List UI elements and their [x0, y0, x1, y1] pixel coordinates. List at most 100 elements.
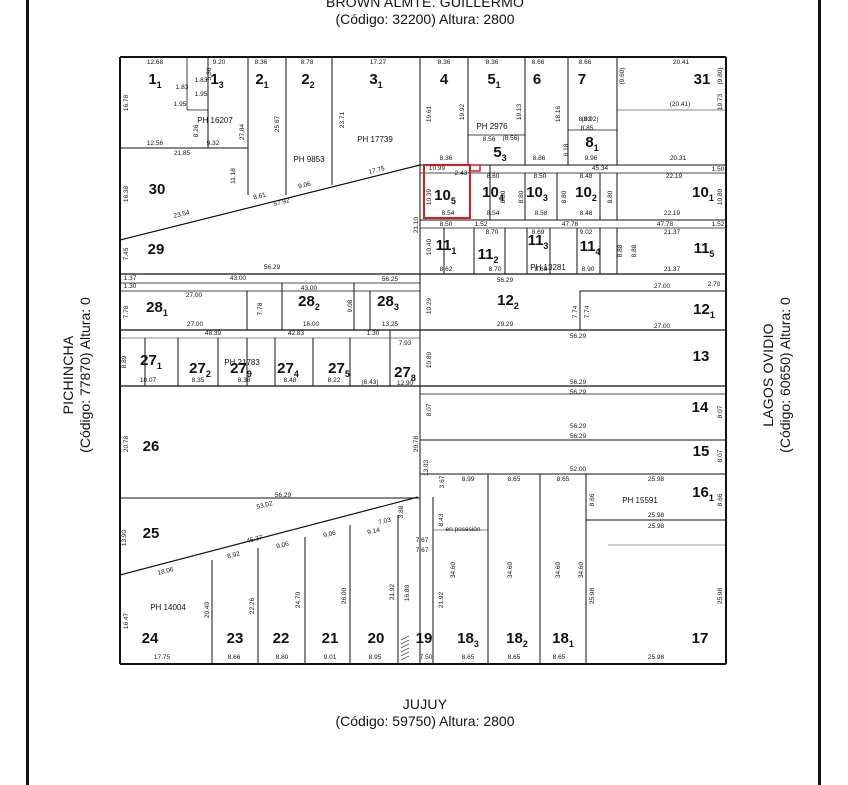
ph-label: PH 21783 — [224, 358, 260, 367]
dimension-label: 9.02 — [580, 229, 593, 236]
dimension-label: 6.18 — [563, 143, 570, 156]
parcel-subnumber: 9 — [247, 369, 252, 379]
parcel-number: 115 — [694, 240, 715, 259]
parcel-subnumber: 2 — [514, 301, 519, 311]
parcel-subnumber: 1 — [569, 639, 574, 649]
dimension-label: 17.75 — [368, 165, 386, 176]
dimension-label: (20.41) — [670, 101, 691, 108]
dimension-label: 7.67 — [416, 537, 429, 544]
dimension-label: 10.89 — [426, 351, 433, 368]
street-code: (Código: 59750) Altura: 2800 — [335, 713, 515, 729]
dimension-label: (8.56) — [503, 135, 520, 142]
ph-label: PH 2976 — [476, 122, 508, 131]
dimension-label: 8.36 — [486, 59, 499, 66]
parcel-subnumber: 3 — [219, 80, 224, 90]
dimension-label: 8.26 — [193, 124, 200, 137]
dimension-label: 43.00 — [301, 285, 318, 292]
parcel-number: 278 — [394, 364, 416, 383]
dimension-label: 3.67 — [439, 475, 446, 488]
parcel-subnumber: 4 — [294, 369, 299, 379]
dimension-label: 21.92 — [438, 591, 445, 608]
hatch-line — [400, 647, 410, 653]
dimension-label: 9.32 — [207, 140, 220, 147]
dimension-label: 21.92 — [389, 583, 396, 600]
dimension-label: 8.48 — [284, 377, 297, 384]
dimension-label: 8.89 — [121, 355, 128, 368]
parcel-number: 274 — [277, 360, 299, 379]
dimension-label: 21.85 — [174, 150, 191, 157]
parcel-number: 7 — [578, 71, 586, 88]
dimension-label: 8.88 — [631, 244, 638, 257]
parcel-number: 21 — [322, 630, 339, 647]
dimension-label: 19.92 — [459, 103, 466, 120]
parcel-number: 114 — [580, 238, 601, 257]
dimension-label: 8.88 — [617, 244, 624, 257]
dimension-label: 34.60 — [507, 561, 514, 578]
dimension-label: 16.80 — [404, 584, 411, 601]
parcel-subnumber: 2 — [592, 193, 597, 203]
dimension-label: 8.62 — [440, 266, 453, 273]
dimension-label: 8.38 — [238, 377, 251, 384]
ph-label: PH 13281 — [530, 263, 566, 272]
parcel-number: 101 — [692, 184, 714, 203]
parcel-number: 183 — [457, 630, 479, 649]
parcel-number: 31 — [694, 71, 711, 88]
parcel-number: 30 — [149, 181, 166, 198]
dimension-label: 12.68 — [147, 59, 164, 66]
dimension-label: 8.66 — [717, 493, 724, 506]
dimension-label: 27.00 — [186, 292, 203, 299]
dimension-label: 8.85 — [581, 125, 594, 132]
parcel-number: 51 — [487, 71, 500, 90]
parcel-subnumber: 1 — [496, 80, 501, 90]
dimension-label: 1.30 — [124, 283, 137, 290]
dimension-label: 9.06 — [276, 541, 290, 551]
parcel-number: 23 — [227, 630, 244, 647]
street-code: (Código: 32200) Altura: 2800 — [335, 11, 515, 27]
dimension-label: 21.37 — [664, 229, 681, 236]
dimension-label: 8.92 — [227, 551, 241, 561]
parcel-subnumber: 1 — [451, 246, 456, 256]
parcel-subnumber: 1 — [163, 308, 168, 318]
dimension-label: 8.36 — [438, 59, 451, 66]
parcel-number: 20 — [368, 630, 385, 647]
page-frame-right — [818, 0, 821, 785]
dimension-label: 8.43 — [438, 513, 445, 526]
dimension-label: 8.58 — [535, 210, 548, 217]
dimension-label: 20.40 — [204, 601, 211, 618]
parcel-subnumber: 1 — [264, 80, 269, 90]
ph-label: PH 17739 — [357, 135, 393, 144]
dimension-label: 8.22 — [328, 377, 341, 384]
dimension-label: 56.29 — [570, 433, 587, 440]
dimension-label: 1.52 — [475, 221, 488, 228]
parcel-subnumber: 1 — [709, 193, 714, 203]
parcel-number: 25 — [143, 525, 160, 542]
highlighted-parcel — [423, 164, 471, 219]
dimension-label: 8.90 — [582, 266, 595, 273]
parcel-subnumber: 1 — [709, 493, 714, 503]
parcel-subnumber: 3 — [394, 302, 399, 312]
dimension-label: 8.07 — [717, 405, 724, 418]
dimension-label: 8.66 — [579, 59, 592, 66]
dimension-label: 7.93 — [399, 340, 412, 347]
dimension-label: 20.31 — [670, 155, 687, 162]
dimension-label: 1.83 — [176, 84, 189, 91]
parcel-subnumber: 3 — [502, 153, 507, 163]
dimension-label: 9.14 — [367, 527, 381, 537]
parcel-subnumber: 2 — [315, 302, 320, 312]
dimension-label: (6.43) — [362, 379, 379, 386]
dimension-label: 25.98 — [589, 587, 596, 604]
dimension-label: 57.92 — [273, 197, 291, 208]
highlighted-parcel-tab — [469, 164, 481, 172]
parcel-number: 283 — [377, 293, 399, 312]
dimension-label: 8.36 — [440, 155, 453, 162]
dimension-label: 56.29 — [570, 333, 587, 340]
dimension-label: 7.74 — [584, 305, 591, 318]
dimension-label: 22.19 — [664, 210, 681, 217]
dimension-label: 8.80 — [607, 190, 614, 203]
parcel-number: 24 — [142, 630, 159, 647]
dimension-label: 20.41 — [673, 59, 690, 66]
parcel-number: 121 — [693, 301, 715, 320]
dimension-label: 23.71 — [339, 111, 346, 128]
dimension-label: 9.20 — [213, 59, 226, 66]
